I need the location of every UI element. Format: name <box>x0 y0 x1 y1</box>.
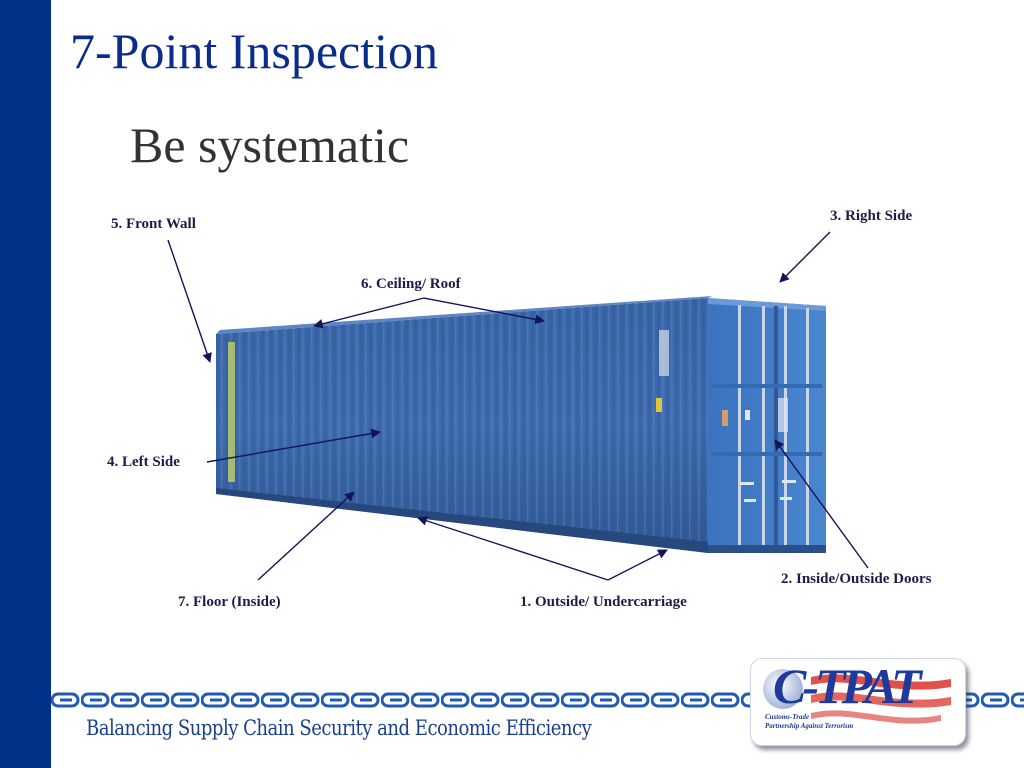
label-inside-outside-doors: 2. Inside/Outside Doors <box>781 571 932 587</box>
slide-subtitle: Be systematic <box>130 117 410 173</box>
footer-tagline: Balancing Supply Chain Security and Econ… <box>86 716 592 740</box>
logo-wordmark: C-TPAT <box>773 658 922 714</box>
label-front-wall: 5. Front Wall <box>111 216 196 232</box>
label-ceiling-roof: 6. Ceiling/ Roof <box>361 276 461 292</box>
label-floor-inside: 7. Floor (Inside) <box>178 594 281 610</box>
container-doors <box>708 298 826 553</box>
label-outside-undercarriage: 1. Outside/ Undercarriage <box>520 594 687 610</box>
label-left-side: 4. Left Side <box>107 454 180 470</box>
left-accent-bar <box>0 0 51 768</box>
chain-divider <box>51 692 1024 708</box>
callout-arrows <box>167 231 869 581</box>
logo-subtitle-line2: Partnership Against Terrorism <box>765 722 854 730</box>
slide-title: 7-Point Inspection <box>70 23 439 79</box>
logo-subtitle-line1: Customs-Trade <box>765 713 810 721</box>
ctpat-logo: C-TPAT Customs-Trade Partnership Against… <box>750 658 966 746</box>
flag-stripes-icon <box>811 674 951 724</box>
label-right-side: 3. Right Side <box>830 208 913 224</box>
container-left-side <box>216 296 712 553</box>
globe-icon <box>763 669 803 709</box>
